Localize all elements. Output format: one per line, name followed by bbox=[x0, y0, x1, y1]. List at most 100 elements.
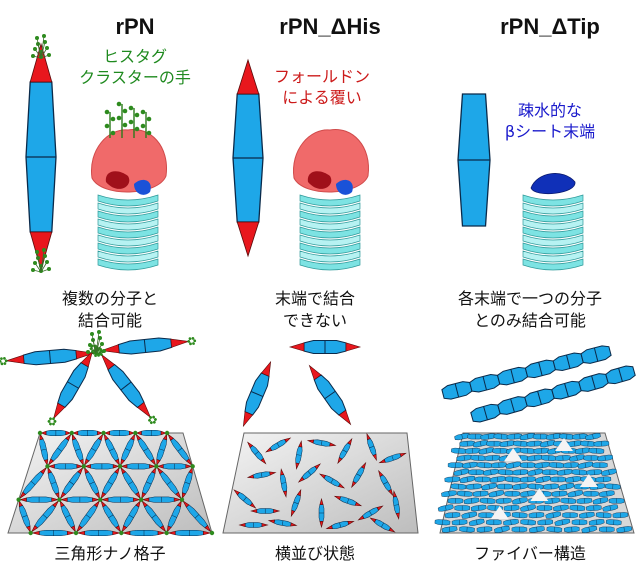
lattice-node-his-dot bbox=[101, 430, 106, 436]
scattered-molecule bbox=[318, 473, 346, 489]
fiber-segment bbox=[602, 504, 619, 512]
fiber-segment bbox=[612, 512, 629, 519]
tip-red-right bbox=[319, 521, 324, 529]
spindle-molecule bbox=[250, 508, 281, 514]
spindle-molecule bbox=[238, 522, 269, 528]
tip-red-right bbox=[112, 464, 120, 469]
spindle-molecule bbox=[585, 433, 601, 441]
foldon-dark-region bbox=[105, 171, 130, 189]
tip-red-right bbox=[354, 501, 363, 507]
his-tag-dot bbox=[188, 337, 192, 341]
fiber-gap bbox=[530, 488, 549, 501]
spindle-molecule bbox=[120, 463, 156, 470]
tip-red-left bbox=[103, 430, 110, 436]
rpn-molecule bbox=[47, 344, 99, 426]
his-tag-dot bbox=[45, 260, 49, 264]
tip-red-left bbox=[378, 469, 384, 477]
his-tag-dot bbox=[140, 109, 146, 115]
spindle-center-line bbox=[42, 514, 48, 519]
tip-red-right bbox=[261, 523, 269, 527]
tip-red-left bbox=[100, 497, 109, 502]
fiber-segment bbox=[520, 490, 536, 497]
tip-red-left bbox=[151, 466, 157, 474]
spindle-molecule bbox=[242, 360, 272, 428]
lattice-molecule bbox=[100, 500, 122, 533]
plate-surface bbox=[439, 432, 635, 534]
fiber-segment bbox=[468, 469, 484, 475]
spindle-molecule bbox=[551, 380, 582, 400]
tip-red-right bbox=[283, 490, 287, 498]
scattered-molecule bbox=[378, 469, 394, 497]
spindle-center-line bbox=[296, 454, 302, 456]
lattice-molecule bbox=[76, 530, 121, 536]
beta-sheet-strand bbox=[97, 234, 159, 247]
spindle-molecule bbox=[470, 403, 501, 423]
spindle-molecule bbox=[156, 463, 193, 470]
beta-sheet-strand bbox=[97, 250, 159, 263]
tip-red-left bbox=[72, 430, 79, 436]
spindle-molecule bbox=[450, 483, 467, 490]
his-tag-dot bbox=[91, 349, 94, 353]
tip-red-left bbox=[250, 509, 258, 513]
fiber-segment bbox=[553, 504, 569, 512]
spindle-molecule bbox=[318, 473, 346, 489]
spindle-molecule bbox=[47, 463, 84, 470]
spindle-molecule bbox=[467, 433, 483, 440]
tip-red-left bbox=[31, 530, 40, 536]
fiber-segment bbox=[461, 511, 478, 519]
tip-red-right bbox=[92, 497, 100, 502]
tip-red-left bbox=[361, 461, 367, 469]
spindle-center-line bbox=[276, 442, 280, 448]
spindle-molecule bbox=[182, 500, 212, 533]
tip-red-left bbox=[156, 464, 164, 469]
scattered-molecule bbox=[265, 437, 292, 453]
tip-red-left bbox=[114, 466, 120, 475]
lattice-molecule bbox=[166, 500, 182, 533]
tip-red-left bbox=[141, 500, 148, 508]
tip-red-left bbox=[167, 433, 174, 441]
beta-sheet-strand bbox=[97, 218, 159, 231]
spindle-molecule bbox=[592, 497, 609, 505]
tip-red-left bbox=[337, 457, 343, 465]
spindle-molecule bbox=[476, 526, 493, 533]
his-tag-dot bbox=[146, 130, 152, 136]
spindle-molecule bbox=[464, 447, 481, 454]
beta-sheet-strand bbox=[522, 250, 584, 263]
fiber-segment bbox=[520, 504, 536, 512]
spindle-center-line bbox=[293, 501, 299, 505]
beta-sheet-strand bbox=[299, 210, 361, 223]
tip-red-right bbox=[97, 430, 104, 436]
fiber-segment bbox=[463, 497, 480, 505]
spindle-center-line bbox=[561, 519, 564, 525]
fiber-segment bbox=[554, 518, 571, 526]
spindle-center-line bbox=[120, 381, 132, 391]
tip-red-right bbox=[128, 430, 135, 436]
tip-red-left bbox=[19, 497, 27, 502]
his-tag-dot bbox=[104, 109, 110, 115]
spindle-molecule bbox=[59, 500, 76, 533]
beta-sheet-strand bbox=[522, 234, 584, 247]
spindle-center-line bbox=[184, 481, 190, 485]
spindle-molecule bbox=[141, 496, 182, 503]
spindle-center-line bbox=[463, 455, 465, 461]
lattice-node-his-dot bbox=[37, 430, 43, 436]
spindle-molecule bbox=[595, 512, 612, 519]
title-rpn-dtip: rPN_ΔTip bbox=[500, 14, 600, 39]
spindle-molecule bbox=[576, 497, 593, 504]
spindle-center-line bbox=[541, 462, 543, 468]
spindle-molecule bbox=[447, 462, 464, 468]
spindle-molecule bbox=[580, 345, 612, 364]
lattice-molecule bbox=[100, 466, 120, 500]
spindle-molecule bbox=[562, 512, 578, 518]
fiber-segment bbox=[601, 468, 617, 476]
large-spindle-dhis bbox=[232, 58, 264, 258]
fiber-segment bbox=[560, 497, 577, 504]
spindle-molecule bbox=[19, 466, 48, 500]
spindle-center-line bbox=[108, 514, 114, 519]
caption-rpn: 複数の分子と 結合可能 bbox=[61, 289, 158, 330]
spindle-molecule bbox=[504, 476, 521, 483]
tip-red-right bbox=[133, 497, 141, 502]
tip-red-right bbox=[47, 458, 55, 466]
fiber-segment bbox=[503, 519, 519, 526]
scattered-molecule bbox=[378, 452, 407, 464]
